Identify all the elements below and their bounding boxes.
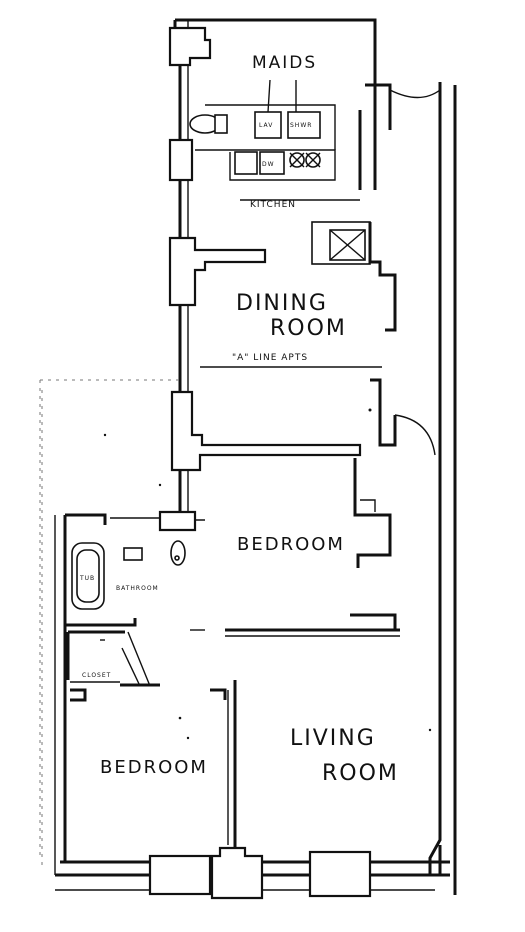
living-label-line1: LIVING [290,726,376,751]
kitchen-sink-icon [234,151,258,175]
dining-label-line1: DINING [236,291,328,316]
bath-sink-icon [123,547,143,561]
maids-room: LAV SHWR [168,26,441,190]
bathroom: TUB [65,510,197,627]
bedroom-small-label: BEDROOM [100,757,208,778]
bedroom-main-label: BEDROOM [237,534,345,555]
light-court-outline [39,379,180,870]
window-bay [148,854,212,896]
kitchen: DW [168,138,360,201]
living-label-line2: ROOM [322,761,399,786]
maids-sink-icon [254,111,282,139]
bedroom-small [70,680,237,850]
svg-text:LAV: LAV [259,122,273,129]
maids-label: MAIDS [252,53,317,73]
closet [66,630,160,687]
toilet-tank-icon [214,114,228,134]
dining-label-line2: ROOM [270,316,347,341]
closet-label: CLOSET [82,672,111,679]
scatter-marks [103,403,432,740]
kitchen-label: KITCHEN [250,200,296,210]
bathroom-label: BATHROOM [116,585,159,592]
kitchen-counter-icon [259,151,285,175]
kitchen-column [168,138,194,182]
svg-text:DW: DW [262,161,275,168]
line-note-label: "A" LINE APTS [232,353,308,363]
dining-room [168,221,436,472]
window-bay [308,850,372,898]
svg-text:SHWR: SHWR [290,122,312,129]
svg-text:TUB: TUB [79,575,95,582]
shower-icon [287,111,321,139]
column [210,846,264,900]
living-room [148,845,442,900]
bath-toilet-icon [170,540,186,566]
